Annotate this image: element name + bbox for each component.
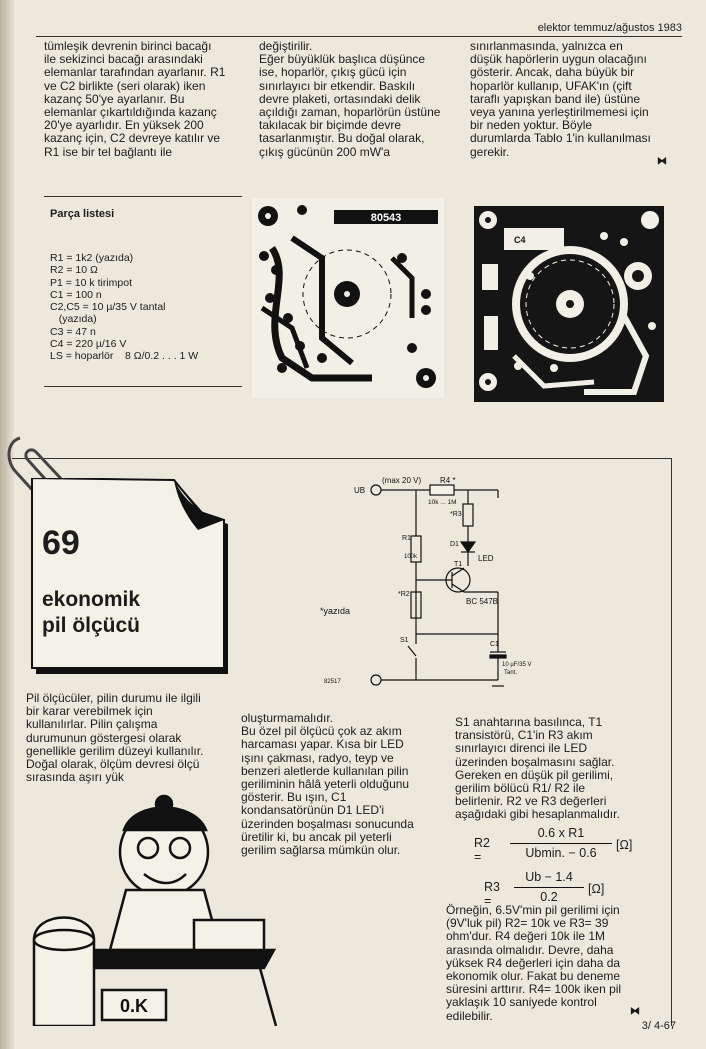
circuit-r3-label: *R3 <box>450 511 462 518</box>
parts-list: R1 = 1k2 (yazıda) R2 = 10 Ω P1 = 10 k ti… <box>50 252 198 363</box>
circuit-r4-range: 10k ... 1M <box>428 499 457 506</box>
parts-bottom-rule <box>44 386 242 387</box>
circuit-transistor-label: BC 547B <box>466 597 498 606</box>
circuit-r2-label: *R2 <box>398 591 410 598</box>
parts-item: LS = hoparlör 8 Ω/0.2 . . . 1 W <box>50 350 199 363</box>
formula-r3-numerator: Ub − 1.4 <box>525 870 573 884</box>
parts-top-rule <box>44 196 242 197</box>
top-column-3: sınırlanmasında, yalnızca en düşük hapör… <box>470 39 651 159</box>
article-column-1: Pil ölçücüler, pilin durumu ile ilgili b… <box>26 691 204 785</box>
parts-item: C2,C5 = 10 µ/35 V tantal <box>50 301 166 314</box>
top-column-2: değiştirilir. Eğer büyüklük başlıca düşü… <box>259 39 441 159</box>
pcb-component-layout: C4 <box>474 206 664 402</box>
article-box-top <box>12 458 672 459</box>
circuit-tant-label: Tant. <box>504 670 517 676</box>
formula-r3-lhs: R3 = <box>484 880 500 908</box>
parts-item: R2 = 10 Ω <box>50 264 98 277</box>
title-tag <box>31 478 228 674</box>
article-column-3b: Örneğin, 6.5V'min pil gerilimi için (9V'… <box>446 903 622 1023</box>
circuit-c1-value: 10 µF/35 V <box>502 662 531 668</box>
circuit-schematic: UB (max 20 V) R4 * 10k ... 1M *R3 R1 100… <box>320 476 531 687</box>
parts-item: C3 = 47 n <box>50 325 96 338</box>
circuit-r1-value: 100k <box>404 554 418 560</box>
formula-r3-denominator: 0.2 <box>540 890 558 904</box>
pcb-label: 80543 <box>371 212 402 224</box>
circuit-r4-label: R4 * <box>440 476 456 485</box>
parts-item: R1 = 1k2 (yazıda) <box>50 252 134 264</box>
parts-item: P1 = 10 k tirimpot <box>50 276 132 289</box>
article-title-line2: pil ölçücü <box>42 614 141 637</box>
pcb-copper-layout: 80543 <box>252 198 444 398</box>
end-of-article-icon: ⧓ <box>630 1006 640 1017</box>
article-box-right <box>671 458 672 1026</box>
formula-r3-unit: [Ω] <box>588 882 605 896</box>
formula-r2-unit: [Ω] <box>616 838 633 852</box>
circuit-r1-label: R1 <box>402 535 411 542</box>
article-column-2: oluşturmamalıdır. Bu özel pil ölçücü çok… <box>241 711 414 858</box>
formula-r3-fraction-bar <box>514 887 584 888</box>
circuit-c1-label: C1 <box>490 641 499 648</box>
article-title-line1: ekonomik <box>42 588 141 611</box>
circuit-t1-label: T1 <box>454 561 462 568</box>
circuit-yazida-note: *yazıda <box>320 606 350 616</box>
circuit-ub-label: UB <box>354 486 365 495</box>
page-number: 3/ 4-67 <box>641 1020 676 1032</box>
cartoon-illustration: 0.K <box>32 794 278 1026</box>
formula-r2-fraction-bar <box>510 843 612 844</box>
parts-item: C4 = 220 µ/16 V <box>50 338 127 351</box>
article-title: ekonomik pil ölçücü <box>42 587 140 639</box>
cartoon-ok-label: 0.K <box>120 996 148 1016</box>
top-column-1: tümleşik devrenin birinci bacağı ile sek… <box>44 39 226 159</box>
circuit-code: 82517 <box>324 679 341 685</box>
circuit-max-label: (max 20 V) <box>382 476 421 485</box>
parts-item: C1 = 100 n <box>50 288 102 301</box>
circuit-led-label: LED <box>478 554 494 563</box>
formula-r2-numerator: 0.6 x R1 <box>537 826 585 840</box>
svg-text:C4: C4 <box>514 235 526 245</box>
circuit-d1-label: D1 <box>450 541 459 548</box>
parts-list-title: Parça listesi <box>50 208 115 220</box>
formula-r2-lhs: R2 = <box>474 836 490 864</box>
circuit-s1-label: S1 <box>400 637 409 644</box>
formula-r2-denominator: Ubmin. − 0.6 <box>525 846 597 860</box>
article-number: 69 <box>42 524 80 562</box>
parts-item: (yazıda) <box>50 313 97 326</box>
end-of-text-icon: ⧓ <box>657 156 667 167</box>
page-spine <box>0 0 14 1049</box>
article-column-3a: S1 anahtarına basılınca, T1 transistörü,… <box>455 715 620 822</box>
header-rule <box>36 36 682 37</box>
page-header: elektor temmuz/ağustos 1983 <box>537 22 682 34</box>
